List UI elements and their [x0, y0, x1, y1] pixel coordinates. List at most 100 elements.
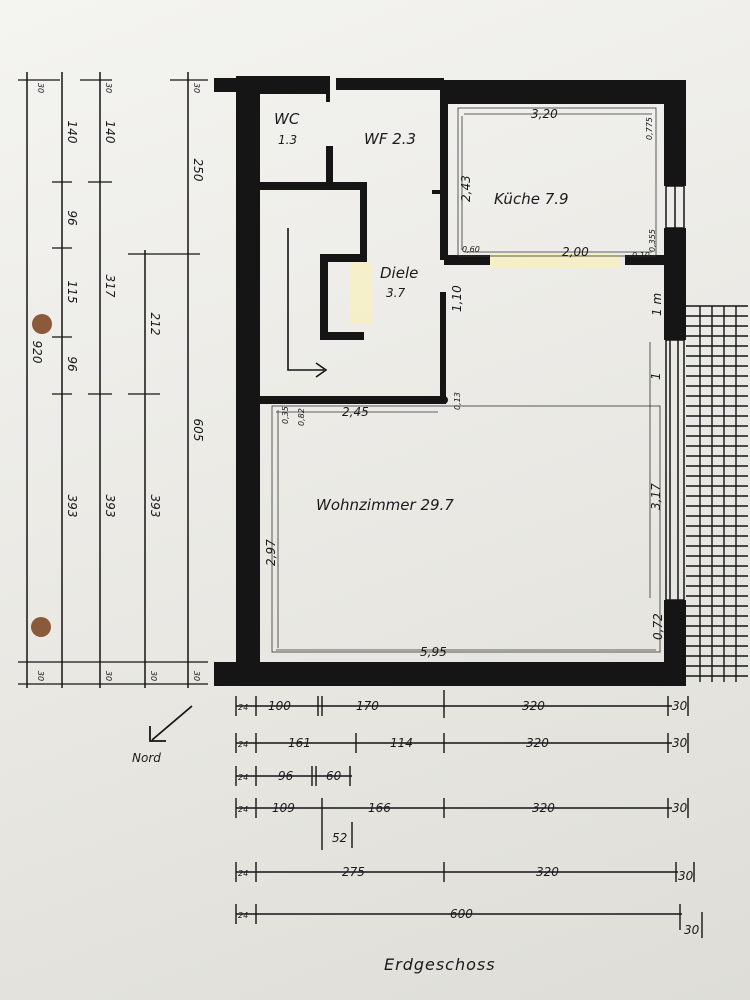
diele-niche-top	[320, 254, 367, 262]
dim-left-c3: 393	[148, 495, 162, 518]
dim-bottom-r3: 96	[278, 769, 294, 783]
dim-wz-035: 0,35	[281, 406, 290, 424]
punch-hole	[32, 314, 52, 334]
floor-title: Erdgeschoss	[384, 955, 496, 974]
north-wall-wf	[336, 78, 444, 90]
dim-left-c1: 115	[65, 281, 79, 304]
dim-left-c2: 317	[103, 275, 117, 298]
wf-label: WF 2.3	[364, 130, 416, 148]
west-wall	[236, 76, 260, 686]
tape-patch	[490, 254, 620, 268]
dim-kueche-200: 2,00	[562, 245, 589, 259]
dim-bottom-r1: 320	[522, 699, 545, 713]
diele-label: Diele	[380, 264, 418, 282]
dim-bottom-r4: 320	[532, 801, 555, 815]
dim-bottom-r1: 170	[356, 699, 379, 713]
dim-left-c4: 605	[191, 419, 205, 442]
dim-bottom-r5: 275	[342, 865, 365, 879]
dim-left-c1: 393	[65, 495, 79, 518]
dim-kueche-width: 3,20	[531, 107, 558, 121]
east-wall-upper	[664, 80, 686, 186]
punch-hole	[31, 617, 51, 637]
dim-kueche-0775: 0,775	[645, 117, 654, 140]
dim-left-total: 920	[30, 341, 44, 364]
dim-bottom-r1: 100	[268, 699, 291, 713]
dim-bottom-r2: 30	[672, 736, 688, 750]
terrace-hatching	[686, 305, 748, 682]
dim-bottom-r4: 109	[272, 801, 295, 815]
dim-bottom-r2: 320	[526, 736, 549, 750]
wc-area: 1.3	[278, 133, 297, 147]
dim-kueche-010: 0,10	[632, 251, 650, 260]
tape-patch	[350, 262, 372, 324]
kueche-label: Küche 7.9	[494, 190, 569, 208]
dim-kueche-depth: 2,43	[459, 175, 473, 202]
dim-wz-013: 0,13	[453, 392, 462, 410]
left-dimension-ticks	[18, 79, 208, 685]
wc-label: WC	[274, 110, 300, 128]
kitchen-west-wall	[440, 80, 448, 260]
diele-niche-side	[320, 254, 328, 336]
dim-bottom-r4: 30	[672, 801, 688, 815]
dim-bottom-r1: 30	[672, 699, 688, 713]
kitchen-south-wall-left	[444, 255, 490, 265]
dim-bottom-r5: 24	[238, 869, 248, 878]
dim-left-c1: 96	[65, 356, 79, 372]
left-dimension-lines	[26, 72, 189, 688]
diele-wall	[360, 182, 367, 262]
dim-bottom-r6: 600	[450, 907, 473, 921]
dim-kueche-0355: 0,355	[648, 229, 657, 252]
dim-window-1m: 1 m	[650, 293, 664, 316]
north-wall-wc	[236, 76, 330, 94]
wz-north-wall	[258, 396, 444, 404]
wc-south-wall	[258, 182, 366, 190]
stair-arrow	[287, 228, 328, 378]
north-wall-kitchen	[444, 80, 680, 104]
dim-left-c4: 30	[192, 671, 201, 681]
dim-left-c3: 212	[148, 313, 162, 336]
dim-wz-width: 5,95	[420, 645, 447, 659]
north-label: Nord	[132, 751, 161, 765]
dim-left-c1: 30	[36, 83, 45, 93]
dim-bottom-r2: 161	[288, 736, 311, 750]
dim-left-c2: 140	[103, 121, 117, 144]
dim-bottom-r3: 24	[238, 773, 248, 782]
dim-left-c4: 30	[192, 83, 201, 93]
wohnzimmer-label: Wohnzimmer 29.7	[316, 496, 454, 514]
dim-bottom-r2: 114	[390, 736, 413, 750]
kitchen-south-wall-right	[625, 255, 667, 265]
dim-left-c2: 30	[104, 83, 113, 93]
walls	[214, 76, 686, 686]
north-arrow-icon	[149, 705, 193, 742]
dim-left-c2: 30	[104, 671, 113, 681]
dim-left-c4: 250	[191, 159, 205, 182]
dim-wz-317: 3,17	[649, 483, 663, 510]
dim-bottom-r3: 60	[326, 769, 342, 783]
dim-wz-height: 2,97	[264, 539, 278, 566]
dim-wz-245: 2,45	[342, 405, 369, 419]
dim-left-c3: 30	[149, 671, 158, 681]
dim-bottom-r6: 24	[238, 911, 248, 920]
dim-bottom-r5: 30	[678, 869, 694, 883]
bottom-dimension-ticks	[235, 690, 703, 938]
dim-left-c1: 30	[36, 671, 45, 681]
dim-kueche-060: 0,60	[462, 245, 480, 254]
dim-bottom-r4b: 52	[332, 831, 347, 845]
dim-bottom-r5: 320	[536, 865, 559, 879]
wc-partition	[326, 146, 333, 188]
dim-wz-082: 0,82	[297, 408, 306, 426]
south-wall	[236, 662, 686, 686]
dim-window-1: 1	[649, 372, 663, 380]
dim-left-c1: 140	[65, 121, 79, 144]
dim-door-110: 1,10	[450, 285, 464, 312]
dim-wz-072: 0,72	[651, 613, 665, 640]
diele-area: 3.7	[386, 286, 405, 300]
kitchen-west-wall-lower	[440, 292, 446, 404]
diele-niche-bottom	[320, 332, 364, 340]
dim-bottom-r4: 166	[368, 801, 391, 815]
dim-bottom-r1: 24	[238, 703, 248, 712]
windows	[665, 185, 685, 601]
dim-bottom-r6: 30	[684, 923, 700, 937]
